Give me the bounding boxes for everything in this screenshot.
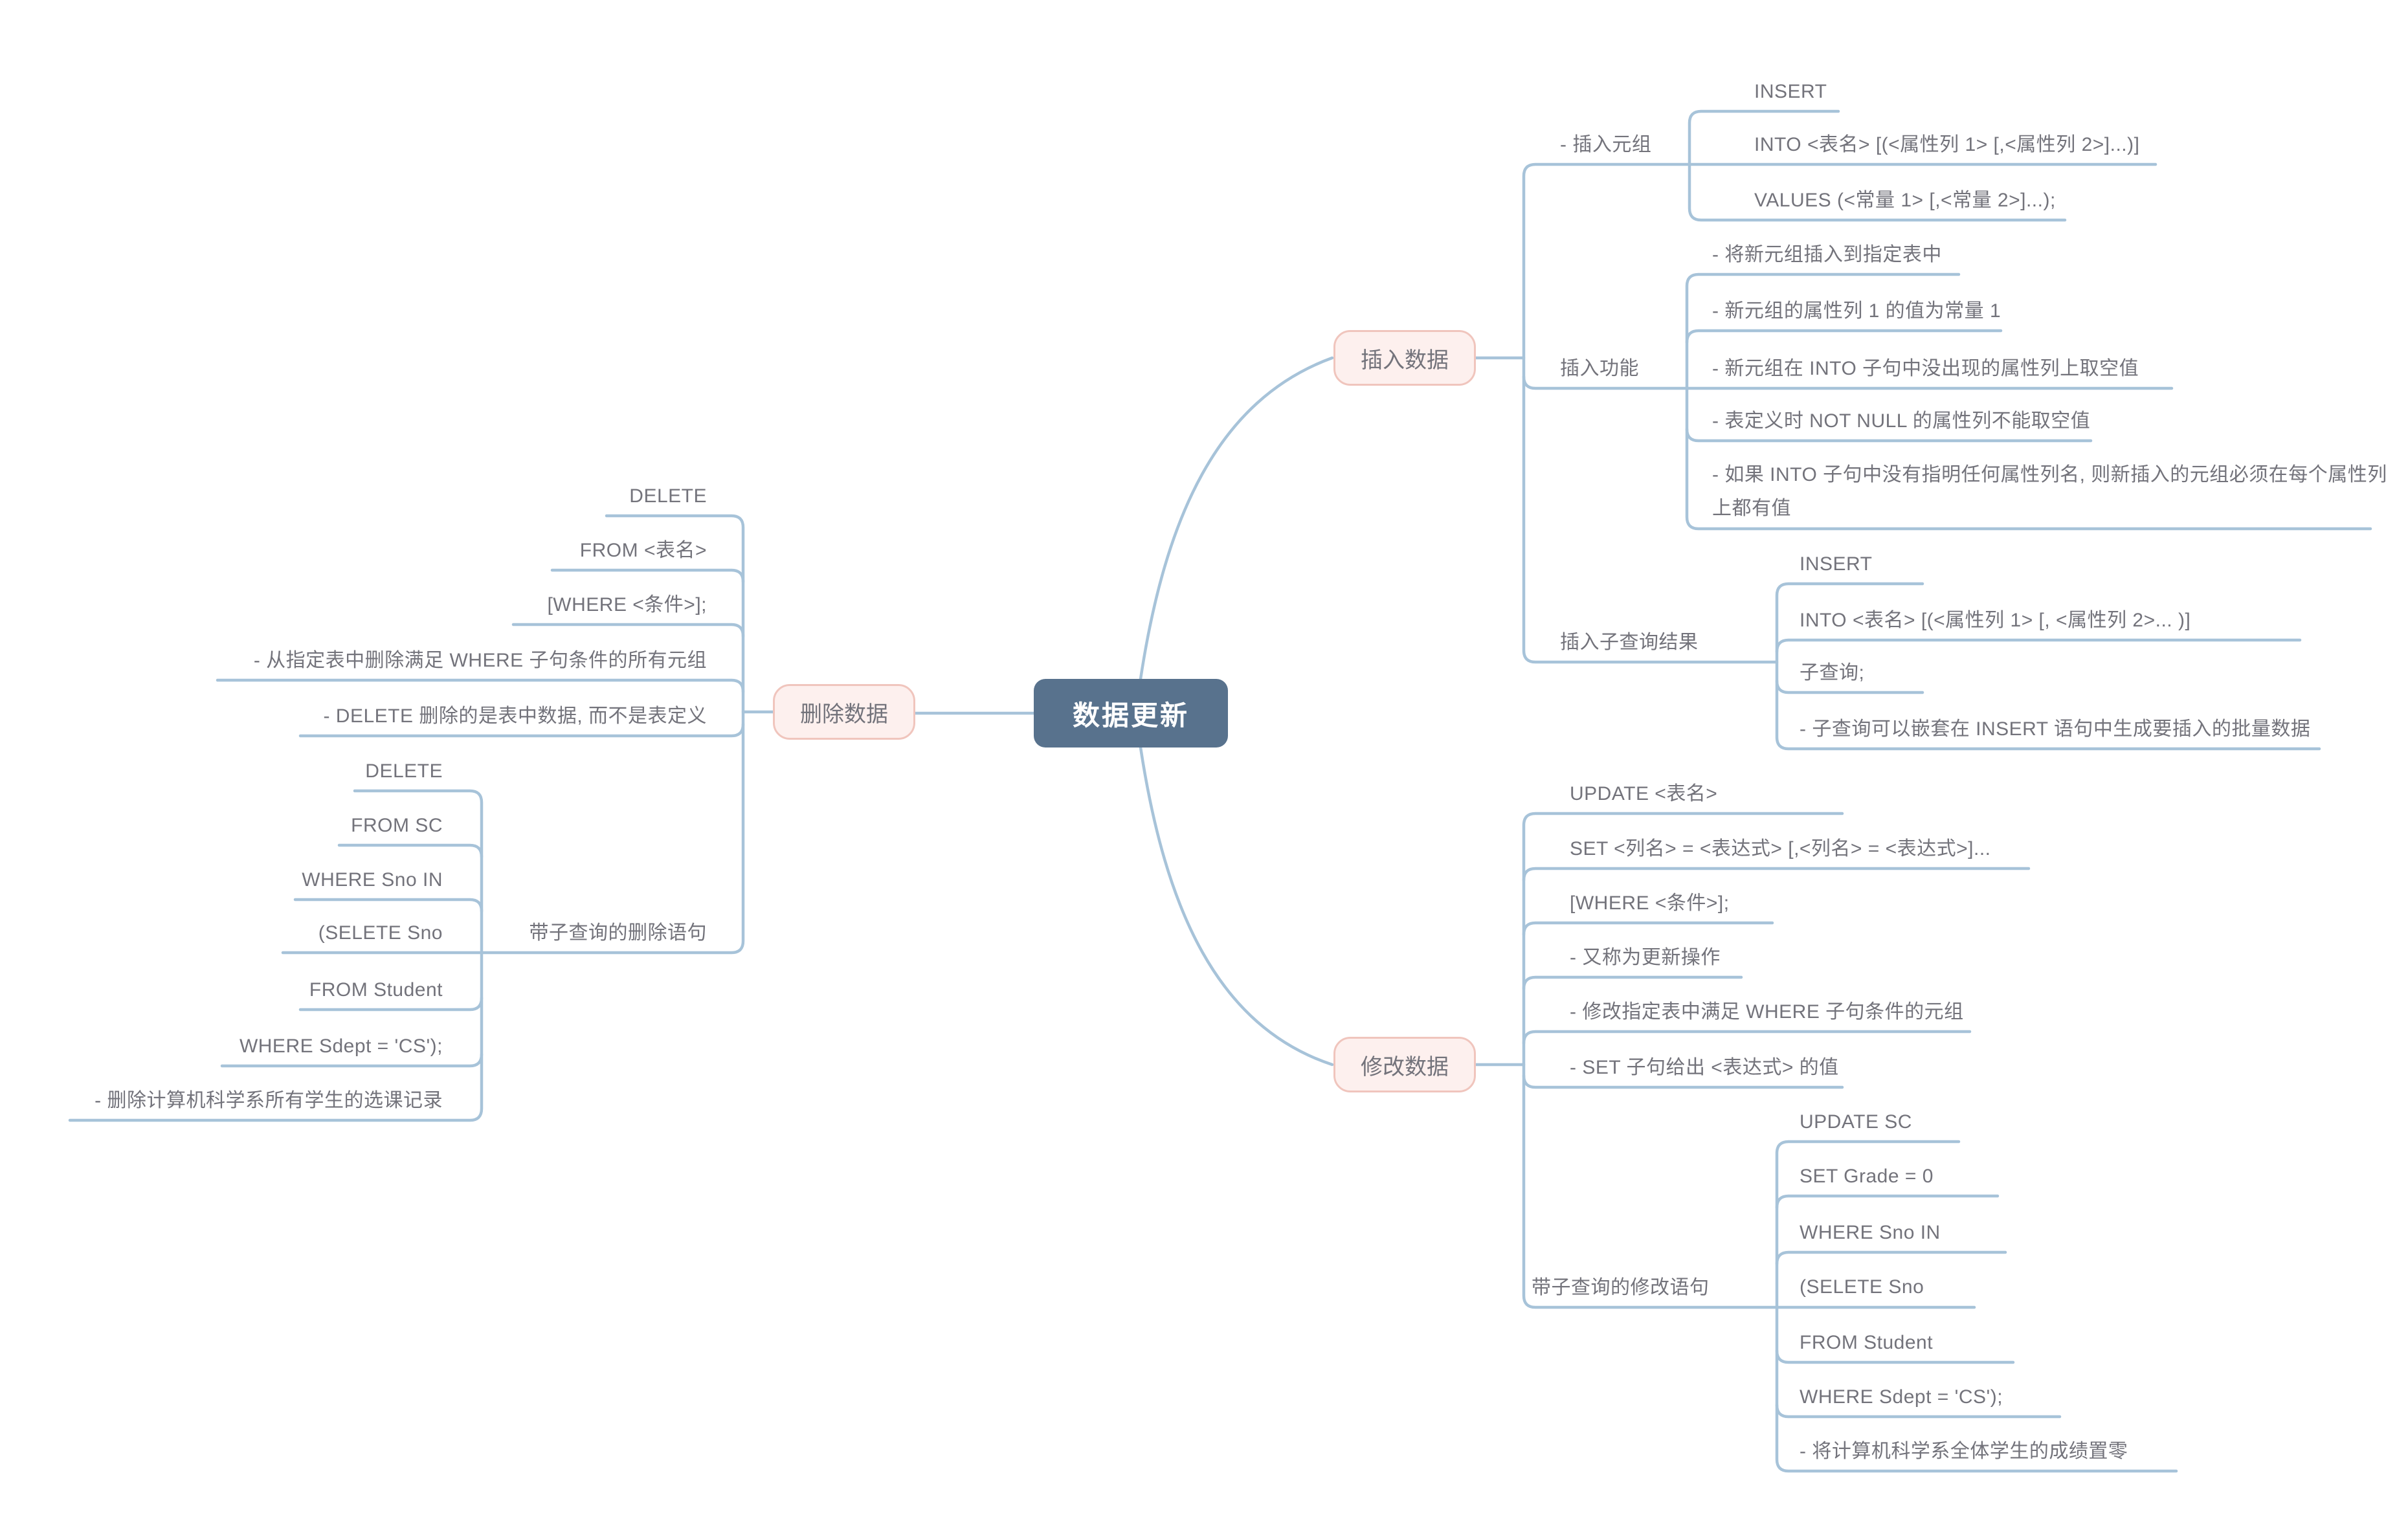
topic-delete-subquery-line1[interactable]: DELETE bbox=[365, 760, 443, 782]
topic-update-subquery-line5[interactable]: FROM Student bbox=[1800, 1332, 1934, 1353]
topic-insert-subquery-line3[interactable]: 子查询; bbox=[1800, 662, 1865, 683]
topic-delete-note1[interactable]: - 从指定表中删除满足 WHERE 子句条件的所有元组 bbox=[253, 650, 707, 671]
topic-insert-function-note3[interactable]: - 新元组在 INTO 子句中没出现的属性列上取空值 bbox=[1712, 358, 2139, 379]
edge-root-insert bbox=[1139, 356, 1334, 681]
topic-insert-subquery-line1[interactable]: INSERT bbox=[1800, 553, 1873, 575]
branch-update-label: 修改数据 bbox=[1361, 1054, 1449, 1080]
topic-update-subquery[interactable]: 带子查询的修改语句 bbox=[1532, 1277, 1710, 1298]
branch-delete-label: 删除数据 bbox=[800, 702, 888, 727]
topic-update-subquery-line3[interactable]: WHERE Sno IN bbox=[1800, 1222, 1941, 1243]
topic-delete-syntax3[interactable]: [WHERE <条件>]; bbox=[547, 594, 707, 615]
topic-delete-subquery-line4[interactable]: (SELETE Sno bbox=[318, 922, 443, 944]
topic-update-subquery-line1[interactable]: UPDATE SC bbox=[1800, 1111, 1912, 1133]
topic-update-note1[interactable]: - 又称为更新操作 bbox=[1570, 947, 1721, 968]
topic-delete-note2[interactable]: - DELETE 删除的是表中数据, 而不是表定义 bbox=[323, 705, 707, 727]
topic-insert-function-note2[interactable]: - 新元组的属性列 1 的值为常量 1 bbox=[1712, 300, 2001, 322]
topic-delete-subquery-line2[interactable]: FROM SC bbox=[351, 815, 443, 836]
topic-insert-tuple[interactable]: - 插入元组 bbox=[1560, 134, 1652, 155]
root-topic-label: 数据更新 bbox=[1072, 700, 1189, 731]
topic-delete-syntax2[interactable]: FROM <表名> bbox=[579, 540, 707, 561]
branch-insert[interactable]: 插入数据 bbox=[1333, 330, 1476, 386]
topic-insert-subquery-line2[interactable]: INTO <表名> [(<属性列 1> [, <属性列 2>... )] bbox=[1800, 610, 2191, 631]
topic-delete-subquery-line6[interactable]: WHERE Sdept = 'CS'); bbox=[239, 1035, 443, 1057]
topic-insert-function-note4[interactable]: - 表定义时 NOT NULL 的属性列不能取空值 bbox=[1712, 410, 2091, 432]
root-topic[interactable]: 数据更新 bbox=[1034, 679, 1228, 747]
topic-update-note2[interactable]: - 修改指定表中满足 WHERE 子句条件的元组 bbox=[1570, 1001, 1964, 1023]
topic-update-syntax3[interactable]: [WHERE <条件>]; bbox=[1570, 892, 1730, 914]
topic-delete-subquery-line3[interactable]: WHERE Sno IN bbox=[302, 869, 443, 891]
topic-insert-function[interactable]: 插入功能 bbox=[1560, 358, 1639, 379]
topic-update-subquery-line2[interactable]: SET Grade = 0 bbox=[1800, 1166, 1934, 1187]
topic-update-subquery-line6[interactable]: WHERE Sdept = 'CS'); bbox=[1800, 1386, 2003, 1408]
topic-update-subquery-note[interactable]: - 将计算机科学系全体学生的成绩置零 bbox=[1800, 1441, 2128, 1462]
topic-insert-subquery[interactable]: 插入子查询结果 bbox=[1560, 632, 1699, 653]
topic-insert-function-note1[interactable]: - 将新元组插入到指定表中 bbox=[1712, 244, 1942, 265]
topic-update-note3[interactable]: - SET 子句给出 <表达式> 的值 bbox=[1570, 1057, 1839, 1078]
topic-insert-tuple-line2[interactable]: INTO <表名> [(<属性列 1> [,<属性列 2>]...)] bbox=[1754, 134, 2140, 155]
topic-update-syntax1[interactable]: UPDATE <表名> bbox=[1570, 783, 1718, 804]
branch-insert-label: 插入数据 bbox=[1361, 348, 1449, 373]
topic-delete-subquery[interactable]: 带子查询的删除语句 bbox=[529, 922, 707, 944]
branch-delete[interactable]: 删除数据 bbox=[773, 684, 915, 740]
topic-insert-function-note5[interactable]: - 如果 INTO 子句中没有指明任何属性列名, 则新插入的元组必须在每个属性列… bbox=[1712, 464, 2387, 519]
topic-delete-syntax1[interactable]: DELETE bbox=[629, 485, 707, 507]
topic-insert-tuple-line1[interactable]: INSERT bbox=[1754, 81, 1827, 102]
topic-delete-subquery-note[interactable]: - 删除计算机科学系所有学生的选课记录 bbox=[95, 1090, 443, 1111]
topic-insert-subquery-note[interactable]: - 子查询可以嵌套在 INSERT 语句中生成要插入的批量数据 bbox=[1800, 718, 2311, 740]
topic-update-subquery-line4[interactable]: (SELETE Sno bbox=[1800, 1276, 1924, 1298]
topic-insert-tuple-line3[interactable]: VALUES (<常量 1> [,<常量 2>]...); bbox=[1754, 190, 2056, 211]
edge-root-update bbox=[1139, 746, 1334, 1067]
branch-update[interactable]: 修改数据 bbox=[1333, 1037, 1476, 1092]
topic-update-syntax2[interactable]: SET <列名> = <表达式> [,<列名> = <表达式>]... bbox=[1570, 838, 1991, 859]
topic-delete-subquery-line5[interactable]: FROM Student bbox=[309, 979, 443, 1001]
